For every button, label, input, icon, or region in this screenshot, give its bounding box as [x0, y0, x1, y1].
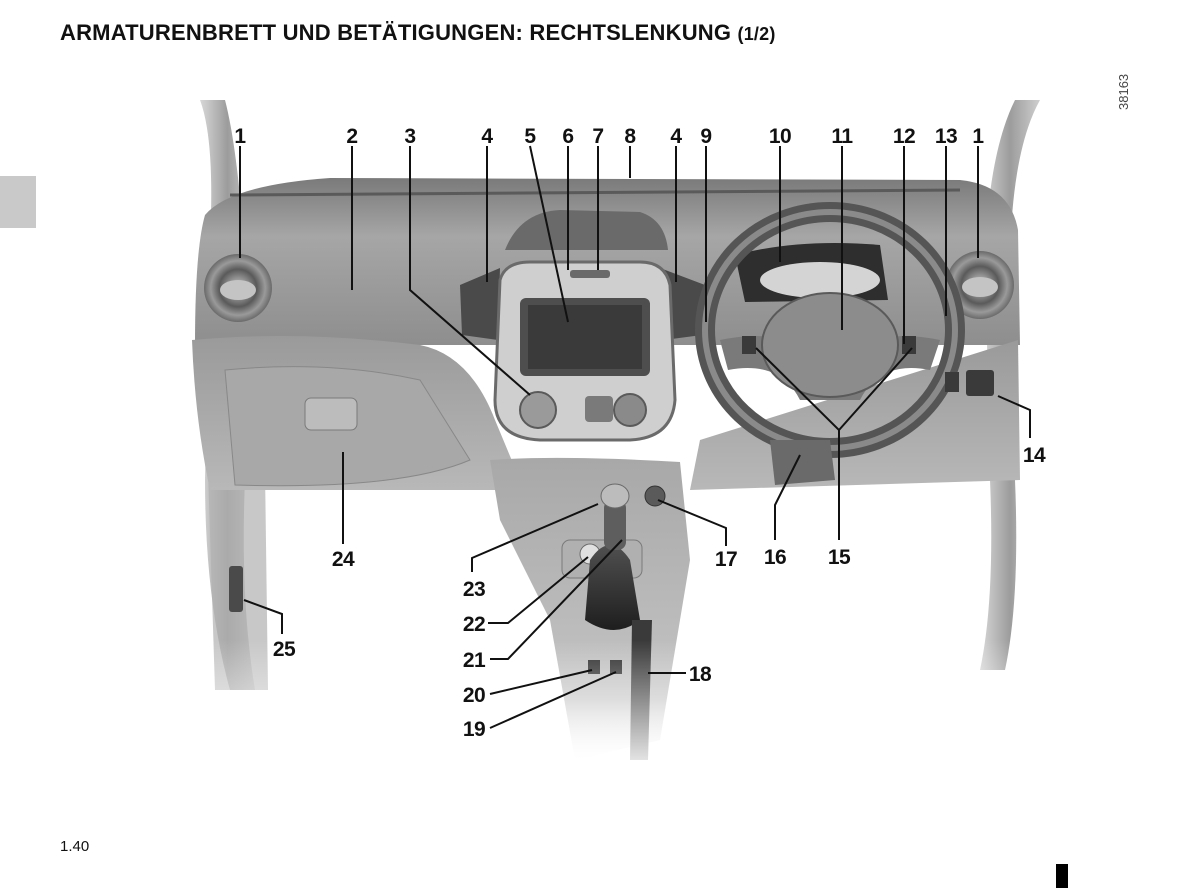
gear-lever	[585, 483, 640, 630]
page-number: 1.40	[60, 838, 90, 855]
callout-20: 20	[463, 684, 485, 707]
callout-15: 15	[828, 546, 851, 569]
page-title: ARMATURENBRETT UND BETÄTIGUNGEN: RECHTSL…	[60, 20, 776, 46]
callout-22: 22	[463, 613, 485, 636]
callout-top-10: 10	[769, 125, 791, 148]
callout-numbers: 1 2 3 4 5 6 7 8 4 9 10 11 12 13 1 14 16 …	[234, 125, 1046, 741]
callout-16: 16	[764, 546, 786, 569]
callout-25: 25	[273, 638, 296, 661]
right-switch-panel	[945, 370, 994, 396]
callout-top-9: 9	[700, 125, 711, 148]
bottom-fade	[190, 640, 1020, 780]
callout-top-12: 12	[893, 125, 915, 148]
callout-top-4a: 4	[481, 125, 493, 148]
steering-column	[770, 440, 835, 485]
callout-top-6: 6	[562, 125, 573, 148]
callout-24: 24	[332, 548, 355, 571]
page-corner-mark	[1056, 864, 1068, 888]
callout-18: 18	[689, 663, 712, 686]
leader-lines	[239, 145, 1031, 729]
page-title-suffix: (1/2)	[737, 24, 776, 44]
callout-top-7: 7	[592, 125, 603, 148]
callout-23: 23	[463, 578, 485, 601]
instrument-cluster	[735, 242, 888, 302]
callout-top-8: 8	[624, 125, 636, 148]
callout-top-1a: 1	[234, 125, 246, 148]
callout-top-13: 13	[935, 125, 957, 148]
callout-21: 21	[463, 649, 486, 672]
air-vent-right	[946, 251, 1014, 319]
callout-top-4b: 4	[670, 125, 682, 148]
callout-14: 14	[1023, 444, 1046, 467]
door-handle-left	[229, 566, 243, 612]
callout-top-3: 3	[404, 125, 415, 148]
callout-top-5: 5	[524, 125, 536, 148]
chapter-tab	[0, 176, 36, 228]
callout-top-1b: 1	[972, 125, 984, 148]
page-title-text: ARMATURENBRETT UND BETÄTIGUNGEN: RECHTSL…	[60, 20, 732, 45]
callout-top-2: 2	[346, 125, 357, 148]
callout-top-11: 11	[831, 125, 853, 148]
callout-17: 17	[715, 548, 737, 571]
center-stack	[493, 260, 677, 442]
air-vent-left	[204, 254, 272, 322]
callout-19: 19	[463, 718, 485, 741]
